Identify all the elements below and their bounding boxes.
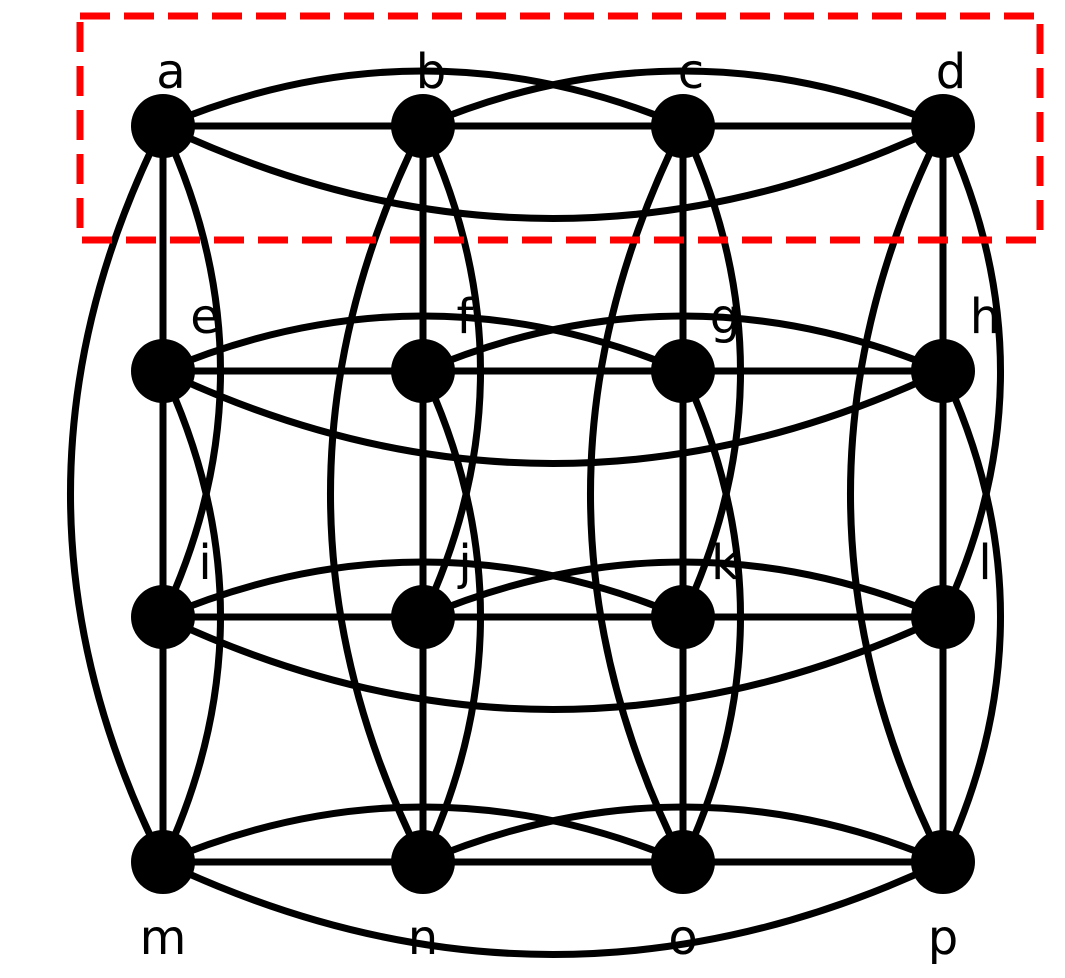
node-l bbox=[911, 585, 975, 649]
edge-d-p bbox=[847, 122, 947, 866]
labels-layer: a b c d e f g h i j k l m n o p bbox=[140, 44, 1001, 966]
node-f bbox=[391, 339, 455, 403]
node-o bbox=[651, 830, 715, 894]
node-a bbox=[131, 94, 195, 158]
edge-e-m bbox=[159, 367, 224, 866]
node-label-k: k bbox=[711, 535, 739, 591]
highlight-box bbox=[76, 12, 1044, 244]
node-label-m: m bbox=[140, 910, 187, 966]
node-label-p: p bbox=[928, 910, 958, 966]
node-i bbox=[131, 585, 195, 649]
edge-f-h bbox=[419, 312, 947, 375]
nodes-layer bbox=[131, 94, 975, 894]
edge-h-p bbox=[939, 367, 1004, 866]
node-g bbox=[651, 339, 715, 403]
edge-e-g bbox=[159, 312, 687, 375]
edge-a-i bbox=[159, 122, 224, 621]
node-c bbox=[651, 94, 715, 158]
node-d bbox=[911, 94, 975, 158]
node-label-j: j bbox=[457, 535, 471, 591]
node-label-i: i bbox=[198, 535, 211, 591]
edges-layer bbox=[67, 67, 1004, 958]
edge-c-o bbox=[587, 122, 687, 866]
node-label-h: h bbox=[970, 289, 1000, 345]
node-label-e: e bbox=[190, 289, 220, 345]
edge-f-n bbox=[419, 367, 484, 866]
edge-e-h bbox=[159, 367, 947, 467]
node-label-c: c bbox=[678, 44, 704, 100]
edge-i-k bbox=[159, 558, 687, 621]
node-m bbox=[131, 830, 195, 894]
node-e bbox=[131, 339, 195, 403]
edge-a-d bbox=[159, 122, 947, 222]
edge-a-c bbox=[159, 67, 687, 130]
edge-b-d bbox=[419, 67, 947, 130]
edge-n-p bbox=[419, 803, 947, 866]
node-label-b: b bbox=[416, 44, 446, 100]
edge-b-n bbox=[327, 122, 427, 866]
edge-m-p bbox=[159, 858, 947, 958]
node-label-o: o bbox=[668, 910, 697, 966]
node-p bbox=[911, 830, 975, 894]
edge-j-l bbox=[419, 558, 947, 621]
node-label-f: f bbox=[457, 289, 475, 345]
node-b bbox=[391, 94, 455, 158]
edge-b-j bbox=[419, 122, 484, 621]
node-h bbox=[911, 339, 975, 403]
node-label-g: g bbox=[710, 289, 740, 345]
edge-a-m bbox=[67, 122, 167, 866]
edge-d-l bbox=[939, 122, 1004, 621]
edge-c-k bbox=[679, 122, 744, 621]
edge-i-l bbox=[159, 613, 947, 713]
node-label-n: n bbox=[408, 910, 438, 966]
node-label-l: l bbox=[978, 535, 991, 591]
node-label-d: d bbox=[936, 44, 966, 100]
node-label-a: a bbox=[156, 44, 185, 100]
node-j bbox=[391, 585, 455, 649]
edge-g-o bbox=[679, 367, 744, 866]
node-n bbox=[391, 830, 455, 894]
node-k bbox=[651, 585, 715, 649]
edge-m-o bbox=[159, 803, 687, 866]
